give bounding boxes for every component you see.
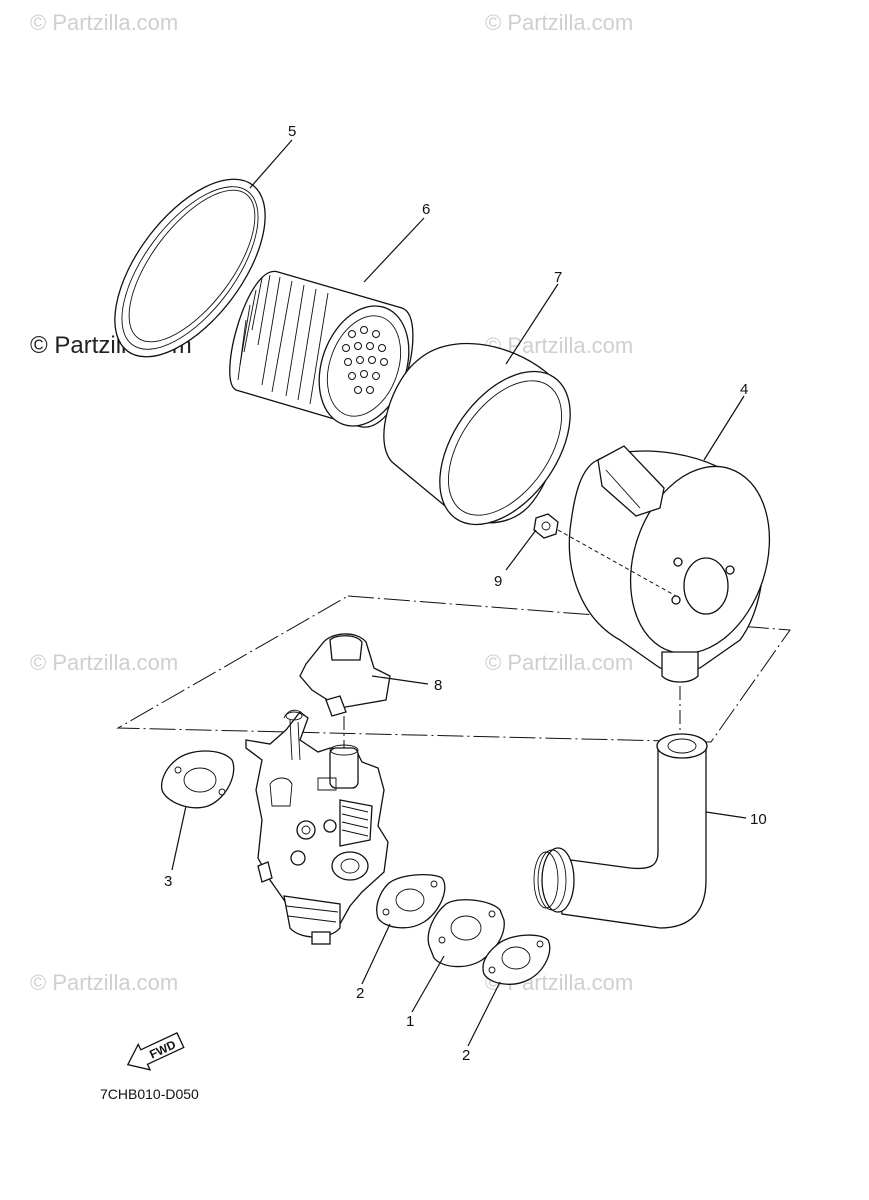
callout-7: 7 [554, 269, 562, 286]
watermark-top-left: © Partzilla.com [30, 10, 179, 35]
insulator-part-1 [427, 899, 505, 968]
elbow-hose-part-10 [533, 733, 708, 929]
callout-5: 5 [288, 123, 296, 140]
air-cleaner-case-part-4 [568, 445, 771, 683]
gasket-part-3 [160, 750, 235, 809]
diagram-code: 7CHB010-D050 [100, 1086, 199, 1102]
callout-10: 10 [750, 811, 767, 828]
fwd-label: FWD [147, 1037, 178, 1061]
watermark-center-left: © Partzilla.com [30, 650, 179, 675]
callout-8: 8 [434, 677, 442, 694]
callout-6: 6 [422, 201, 430, 218]
callout-4: 4 [740, 381, 748, 398]
intake-joint-part-8 [299, 633, 391, 717]
nut-centerline [557, 529, 677, 597]
foam-sleeve-part-7 [383, 342, 571, 526]
leader-lines [171, 139, 747, 1047]
watermark-top-right: © Partzilla.com [485, 10, 634, 35]
carburetor [245, 709, 389, 945]
nut-part-9 [533, 513, 559, 539]
callout-2-left: 2 [356, 985, 364, 1002]
watermark-center-right: © Partzilla.com [485, 650, 634, 675]
filter-element-part-6 [229, 271, 414, 428]
callout-9: 9 [494, 573, 502, 590]
callout-3: 3 [164, 873, 172, 890]
gasket-part-2-left [376, 873, 446, 929]
watermark-bottom-left: © Partzilla.com [30, 970, 179, 995]
fwd-arrow-icon: FWD [126, 1032, 185, 1071]
gasket-part-2-right [482, 934, 551, 985]
callout-1: 1 [406, 1013, 414, 1030]
callout-2-right: 2 [462, 1047, 470, 1064]
